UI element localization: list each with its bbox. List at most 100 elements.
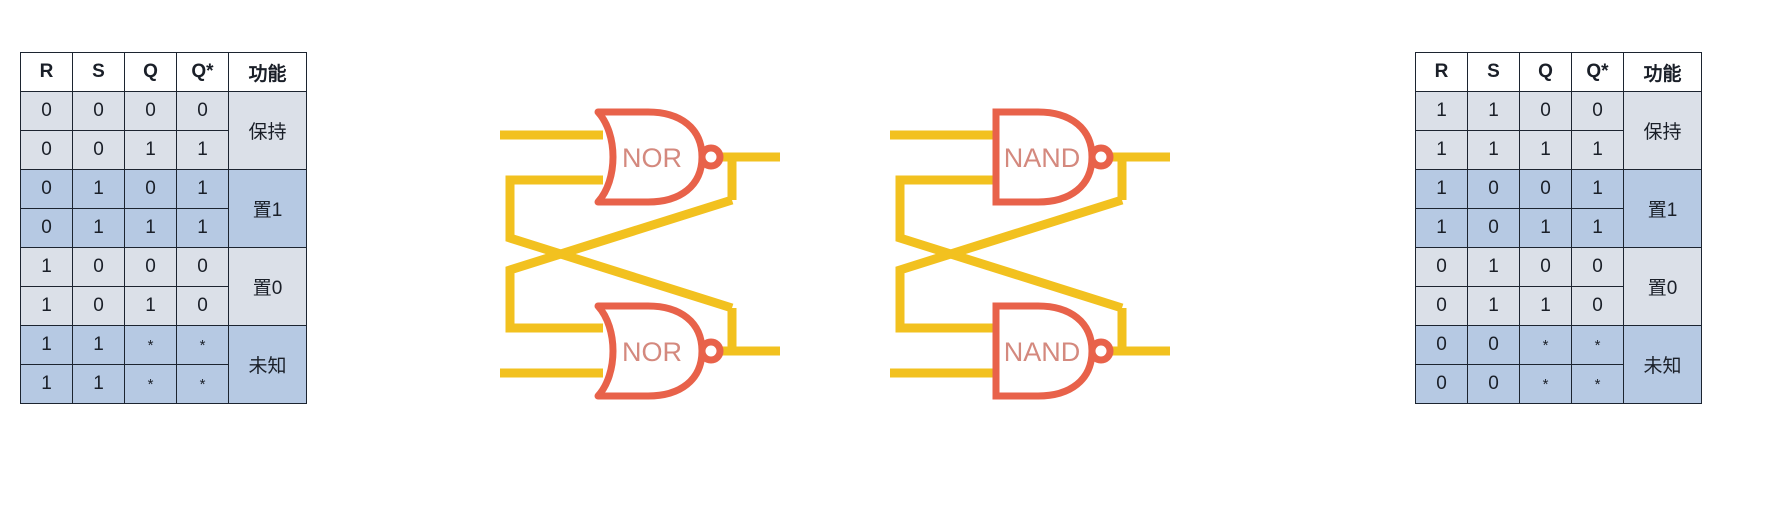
cell-r: 1 <box>20 247 73 287</box>
table-row: 1 0 1 0 <box>20 286 307 326</box>
nor-wires <box>500 130 780 378</box>
table-row: 1 1 * * 未知 <box>20 325 307 404</box>
cell-r: 1 <box>1415 130 1468 170</box>
table-row: 1 0 0 1 置1 <box>1415 169 1702 248</box>
cell-qstar: 1 <box>1571 130 1624 170</box>
nor-latch-circuit: NOR NOR <box>500 108 780 400</box>
cell-function: 置1 <box>228 169 307 248</box>
column-header-q: Q <box>124 52 177 92</box>
column-header-s: S <box>72 52 125 92</box>
table-row: 0 0 0 0 保持 <box>20 91 307 170</box>
cell-q: 1 <box>124 130 177 170</box>
cell-function: 置1 <box>1623 169 1702 248</box>
inversion-bubble-icon <box>1088 338 1114 364</box>
column-header-q: Q <box>1519 52 1572 92</box>
cell-qstar: * <box>176 325 229 365</box>
table-row: 0 0 * * <box>1415 364 1702 404</box>
cell-qstar: 0 <box>1571 91 1624 131</box>
cell-r: 1 <box>20 364 73 404</box>
nand-gate-top: NAND <box>992 108 1114 206</box>
nand-wires <box>890 130 1170 378</box>
table-row: 0 0 * * 未知 <box>1415 325 1702 404</box>
column-header-qstar: Q* <box>1571 52 1624 92</box>
cell-r: 0 <box>20 208 73 248</box>
cell-q: 0 <box>1519 169 1572 209</box>
nor-gate-bottom-label: NOR <box>622 337 682 367</box>
cell-r: 1 <box>20 286 73 326</box>
cell-q: * <box>1519 364 1572 404</box>
cell-q: 1 <box>1519 208 1572 248</box>
cell-r: 1 <box>1415 208 1468 248</box>
cell-q: * <box>124 364 177 404</box>
inversion-bubble-icon <box>1088 144 1114 170</box>
table-row: 1 1 0 0 保持 <box>1415 91 1702 170</box>
cell-qstar: 1 <box>176 130 229 170</box>
table-row: 0 1 1 0 <box>1415 286 1702 326</box>
cell-q: * <box>124 325 177 365</box>
cell-s: 0 <box>1467 325 1520 365</box>
cell-r: 0 <box>20 130 73 170</box>
cell-qstar: 0 <box>176 286 229 326</box>
cell-q: 0 <box>1519 247 1572 287</box>
column-header-qstar: Q* <box>176 52 229 92</box>
truth-table-nand: R S Q Q* 功能 1 1 0 0 保持 1 1 1 1 1 <box>1415 52 1702 404</box>
column-header-r: R <box>1415 52 1468 92</box>
nor-gate-top-label: NOR <box>622 143 682 173</box>
cell-r: 1 <box>1415 91 1468 131</box>
cell-s: 1 <box>72 169 125 209</box>
cell-s: 1 <box>1467 286 1520 326</box>
cell-qstar: 0 <box>176 91 229 131</box>
cell-s: 0 <box>72 247 125 287</box>
cell-r: 1 <box>20 325 73 365</box>
cell-function: 保持 <box>228 91 307 170</box>
table-row: 0 1 1 1 <box>20 208 307 248</box>
nand-gate-bottom-label: NAND <box>1004 337 1081 367</box>
inversion-bubble-icon <box>698 338 724 364</box>
cell-r: 1 <box>1415 169 1468 209</box>
cell-q: 1 <box>1519 130 1572 170</box>
table-header-row: R S Q Q* 功能 <box>1415 52 1702 92</box>
table-row: 1 0 0 0 置0 <box>20 247 307 326</box>
cell-qstar: 0 <box>1571 286 1624 326</box>
nand-latch-circuit: NAND NAND <box>890 108 1170 400</box>
cell-qstar: * <box>1571 364 1624 404</box>
nand-gate-bottom: NAND <box>992 302 1114 400</box>
cell-s: 0 <box>72 130 125 170</box>
table-row: 1 0 1 1 <box>1415 208 1702 248</box>
cell-qstar: * <box>176 364 229 404</box>
wire-feedback-upper-to-lower <box>895 195 1124 333</box>
nor-gate-bottom: NOR <box>594 302 724 400</box>
table-row: 1 1 * * <box>20 364 307 404</box>
cell-q: 1 <box>124 208 177 248</box>
cell-q: 0 <box>124 247 177 287</box>
nand-gate-top-label: NAND <box>1004 143 1081 173</box>
cell-r: 0 <box>1415 247 1468 287</box>
cell-s: 0 <box>72 91 125 131</box>
cell-q: 0 <box>124 91 177 131</box>
cell-function: 保持 <box>1623 91 1702 170</box>
cell-s: 0 <box>1467 208 1520 248</box>
cell-s: 1 <box>72 325 125 365</box>
cell-s: 1 <box>72 364 125 404</box>
cell-qstar: 1 <box>1571 208 1624 248</box>
cell-qstar: 0 <box>176 247 229 287</box>
cell-qstar: 0 <box>1571 247 1624 287</box>
cell-s: 1 <box>72 208 125 248</box>
wire-feedback-upper-to-lower <box>505 195 734 333</box>
wire-feedback-lower-to-upper <box>895 175 1124 313</box>
table-row: 0 1 0 1 置1 <box>20 169 307 248</box>
nor-gate-top: NOR <box>594 108 724 206</box>
cell-q: * <box>1519 325 1572 365</box>
wire-feedback-lower-to-upper <box>505 175 734 313</box>
cell-s: 0 <box>1467 169 1520 209</box>
table-row: 1 1 1 1 <box>1415 130 1702 170</box>
column-header-function: 功能 <box>1623 52 1702 92</box>
cell-function: 置0 <box>1623 247 1702 326</box>
cell-qstar: * <box>1571 325 1624 365</box>
cell-r: 0 <box>20 169 73 209</box>
cell-s: 1 <box>1467 247 1520 287</box>
cell-q: 0 <box>124 169 177 209</box>
cell-qstar: 1 <box>1571 169 1624 209</box>
column-header-r: R <box>20 52 73 92</box>
